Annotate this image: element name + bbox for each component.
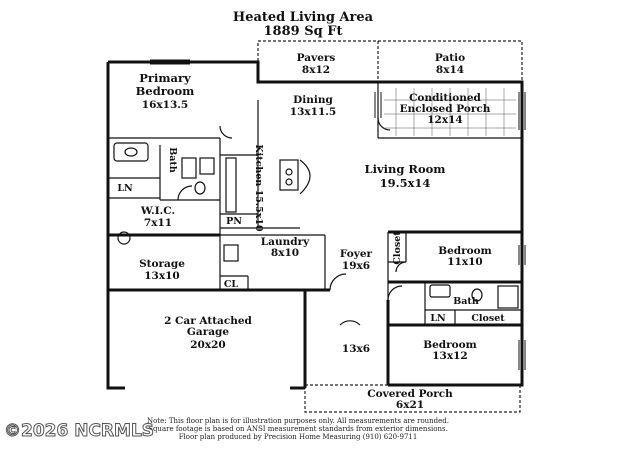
- foyer-size: 19x6: [342, 260, 370, 272]
- living-room-label: Living Room: [365, 162, 446, 176]
- hall-size: 13x6: [342, 343, 370, 355]
- porch-tile-pattern: [384, 88, 516, 136]
- windows: [150, 59, 526, 370]
- copyright-watermark: ©2026 NCRMLS: [4, 421, 154, 441]
- dining-size: 13x11.5: [290, 106, 336, 118]
- garage-door-opening: [125, 384, 290, 392]
- primary-bedroom-size: 16x13.5: [142, 99, 188, 111]
- bedroom2-label: Bedroom: [438, 245, 492, 257]
- kitchen-label: Kitchen 15.5x10: [253, 144, 264, 232]
- patio-label: Patio: [435, 52, 465, 64]
- footnote-3: Floor plan produced by Precision Home Me…: [179, 433, 418, 441]
- primary-bath-label: Bath: [167, 147, 178, 173]
- enclosed-porch-size: 12x14: [427, 114, 462, 126]
- laundry-size: 8x10: [271, 247, 299, 259]
- covered-porch-size: 6x21: [396, 399, 424, 411]
- plumbing-fixtures: [113, 142, 519, 309]
- wic-size: 7x11: [144, 217, 172, 229]
- covered-porch-label: Covered Porch: [367, 388, 453, 400]
- primary-bedroom-label-1: Primary: [139, 71, 191, 85]
- door-swings: [177, 117, 407, 326]
- enclosed-porch-label-1: Conditioned: [409, 92, 481, 104]
- pavers-size: 8x12: [302, 64, 330, 76]
- foyer-label: Foyer: [340, 248, 373, 260]
- hall-closet-label: Closet: [392, 231, 403, 265]
- pantry-label: PN: [226, 216, 242, 227]
- bedroom3-label: Bedroom: [423, 339, 477, 351]
- pavers-label: Pavers: [297, 52, 336, 64]
- primary-linen-label: LN: [117, 183, 133, 194]
- garage-label-1: 2 Car Attached: [164, 315, 252, 327]
- bath2-label: Bath: [453, 296, 479, 307]
- laundry-closet-label: CL: [224, 279, 239, 290]
- bedroom2-size: 11x10: [447, 256, 482, 268]
- plan-area: 1889 Sq Ft: [264, 24, 343, 39]
- living-room-size: 19.5x14: [380, 176, 431, 190]
- footnote-1: Note: This floor plan is for illustratio…: [147, 417, 449, 425]
- wic-label: W.I.C.: [140, 205, 175, 217]
- garage-label-2: Garage: [187, 326, 229, 338]
- primary-bedroom-label-2: Bedroom: [136, 84, 195, 98]
- linen2-label: LN: [430, 313, 446, 324]
- garage-size: 20x20: [190, 339, 225, 351]
- storage-size: 13x10: [144, 270, 179, 282]
- closet2-label: Closet: [471, 313, 505, 324]
- footnote-2: Square footage is based on ANSI measurem…: [148, 425, 448, 433]
- patio-size: 8x14: [436, 64, 464, 76]
- laundry-label: Laundry: [261, 236, 310, 248]
- bedroom3-size: 13x12: [432, 350, 467, 362]
- storage-label: Storage: [139, 258, 185, 270]
- plan-title: Heated Living Area: [233, 10, 374, 25]
- interior-walls: [108, 82, 522, 327]
- enclosed-porch-label-2: Enclosed Porch: [400, 103, 491, 115]
- dining-label: Dining: [293, 94, 333, 106]
